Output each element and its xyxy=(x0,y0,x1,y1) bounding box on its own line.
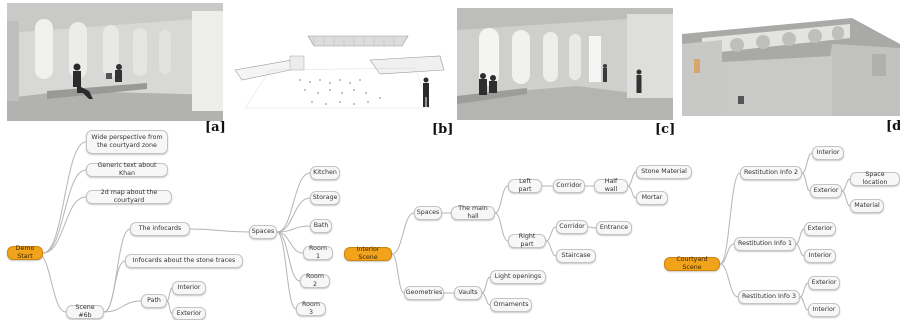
mindmap-edge xyxy=(42,141,87,254)
node-room-2[interactable]: Room 2 xyxy=(300,273,330,288)
mindmap-edge xyxy=(276,172,311,233)
panel-label-d: [d] xyxy=(886,119,900,134)
node-courtyard-scene[interactable]: Courtyard Scene xyxy=(664,256,720,271)
mindmap-edge xyxy=(627,185,637,199)
mindmap-edge xyxy=(42,196,87,254)
node-restitution-info-3[interactable]: Restitution Info 3 xyxy=(738,290,800,304)
mindmap-edge xyxy=(276,231,304,254)
mindmap-edge xyxy=(494,212,509,242)
mindmap-edge xyxy=(276,225,311,233)
panel-label-c: [c] xyxy=(655,122,676,137)
mindmap-edge xyxy=(627,171,637,187)
mindmap-edge xyxy=(481,276,491,294)
mindmap-edge xyxy=(276,197,311,233)
node-info1-interior[interactable]: Interior xyxy=(804,249,836,263)
panel-label-a: [a] xyxy=(205,120,226,135)
mindmap-edge xyxy=(391,253,405,294)
mindmap-edge xyxy=(799,282,809,298)
node-storage[interactable]: Storage xyxy=(310,191,340,205)
node-stone-material[interactable]: Stone Material xyxy=(636,165,692,179)
node-material[interactable]: Material xyxy=(850,199,884,213)
mindmap-edge xyxy=(719,263,739,298)
mindmap-edge xyxy=(795,243,805,257)
node-room-1[interactable]: Room 1 xyxy=(303,245,333,260)
photo-c-hall-render xyxy=(457,8,673,120)
node-bath[interactable]: Bath xyxy=(310,219,332,233)
node-info2-exterior[interactable]: Exterior xyxy=(810,184,842,198)
photo-d-courtyard-render xyxy=(682,4,900,116)
node-restitution-info-1[interactable]: Restitution Info 1 xyxy=(734,237,796,251)
node-main-hall[interactable]: The main hall xyxy=(451,205,495,220)
node-2d-map[interactable]: 2d map about the courtyard xyxy=(86,189,172,204)
mindmap-edge xyxy=(719,243,735,265)
mindmap-edge xyxy=(276,231,301,282)
node-spaces[interactable]: Spaces xyxy=(249,225,277,239)
node-space-location[interactable]: Space location xyxy=(850,171,900,186)
node-geometries[interactable]: Geometries xyxy=(404,286,444,300)
mindmap-edge xyxy=(587,226,597,229)
mindmap-edge xyxy=(103,228,131,313)
mindmap-edge xyxy=(799,296,809,311)
mindmap-edge xyxy=(801,152,813,174)
photo-a-interior-render xyxy=(7,3,223,121)
mindmap-edge xyxy=(103,260,126,313)
node-path-exterior[interactable]: Exterior xyxy=(172,307,206,320)
node-staircase[interactable]: Staircase xyxy=(556,249,596,263)
node-info3-exterior[interactable]: Exterior xyxy=(808,276,840,290)
mindmap-edge xyxy=(801,172,811,192)
mindmap-edge xyxy=(276,231,297,310)
node-generic-text[interactable]: Generic text about Khan xyxy=(86,162,168,177)
node-corridor-left[interactable]: Corridor xyxy=(553,179,585,193)
node-scene-6b[interactable]: Scene #6b xyxy=(66,304,104,319)
mindmap-edge xyxy=(103,300,142,313)
node-info2-interior[interactable]: Interior xyxy=(812,146,844,160)
mindmap-edge xyxy=(494,185,509,214)
node-demo-start[interactable]: Demo Start xyxy=(7,245,43,260)
node-ornaments[interactable]: Ornaments xyxy=(490,298,532,312)
node-vaults[interactable]: Vaults xyxy=(454,286,482,300)
node-left-part[interactable]: Left part xyxy=(508,178,542,193)
mindmap-edge xyxy=(841,190,851,207)
mindmap-edge xyxy=(481,292,491,306)
node-restitution-info-2[interactable]: Restitution Info 2 xyxy=(740,166,802,180)
mindmap-edge xyxy=(545,226,557,242)
node-path-interior[interactable]: Interior xyxy=(172,281,206,295)
node-entrance[interactable]: Entrance xyxy=(596,221,632,235)
mindmap-edge xyxy=(841,178,851,192)
photo-b-wireframe-render xyxy=(230,8,450,123)
mindmap-edge xyxy=(545,240,557,257)
mindmap-edge xyxy=(795,228,805,245)
node-wide-perspective[interactable]: Wide perspective from the courtyard zone xyxy=(86,130,168,154)
node-interior-scene[interactable]: Interior Scene xyxy=(344,246,392,261)
node-info3-interior[interactable]: Interior xyxy=(808,303,840,317)
node-mortar[interactable]: Mortar xyxy=(636,191,668,205)
node-corridor-right[interactable]: Corridor xyxy=(556,220,588,234)
node-right-part[interactable]: Right part xyxy=(508,233,546,248)
mindmap-edge xyxy=(391,212,415,255)
node-interior-spaces[interactable]: Spaces xyxy=(414,206,442,220)
mindmap-edge xyxy=(42,169,87,254)
node-half-wall[interactable]: Half wall xyxy=(594,178,628,193)
mindmap-edge xyxy=(189,228,250,233)
panel-label-b: [b] xyxy=(432,122,454,137)
node-room-3[interactable]: Room 3 xyxy=(296,301,326,316)
node-light-openings[interactable]: Light openings xyxy=(490,270,546,284)
node-the-infocards[interactable]: The infocards xyxy=(130,222,190,236)
node-infocards-stone-traces[interactable]: Infocards about the stone traces xyxy=(125,254,243,268)
node-path[interactable]: Path xyxy=(141,294,167,308)
mindmap-edge xyxy=(36,252,67,313)
node-info1-exterior[interactable]: Exterior xyxy=(804,222,836,236)
node-kitchen[interactable]: Kitchen xyxy=(310,166,340,180)
